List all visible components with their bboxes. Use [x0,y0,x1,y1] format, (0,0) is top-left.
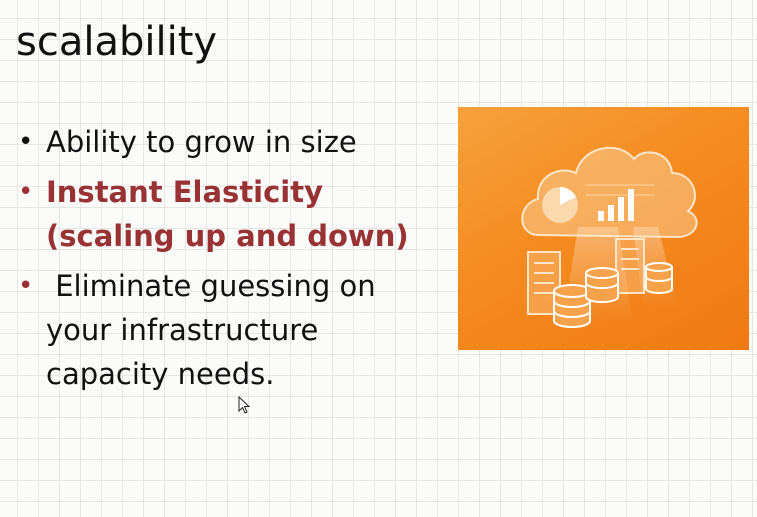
cloud-scaling-icon [521,146,698,328]
bullet-text-3: Eliminate guessing on your infrastructur… [46,269,376,391]
bullet-dot-icon: • [18,127,34,157]
bullet-item-1: • Ability to grow in size [16,120,446,164]
pie-slice-icon [560,187,576,205]
database-icon [553,284,591,328]
bullet-list: • Ability to grow in size • Instant Elas… [16,120,446,402]
mouse-cursor-icon [238,396,251,414]
cloud-scaling-illustration [458,107,749,350]
bullet-text-1: Ability to grow in size [46,125,357,159]
bullet-dot-icon: • [18,177,34,207]
bullet-item-2: • Instant Elasticity (scaling up and dow… [16,170,446,258]
database-icon [585,267,619,303]
server-rack-icon [615,238,645,294]
bullet-text-2: Instant Elasticity (scaling up and down) [46,175,409,253]
bar-chart-icon [598,189,634,221]
server-rack-icon [527,251,561,315]
bullet-dot-icon: • [18,271,34,301]
database-icon [645,262,673,294]
bullet-item-3: • Eliminate guessing on your infrastruct… [16,264,446,396]
slide-title: scalability [16,19,218,65]
